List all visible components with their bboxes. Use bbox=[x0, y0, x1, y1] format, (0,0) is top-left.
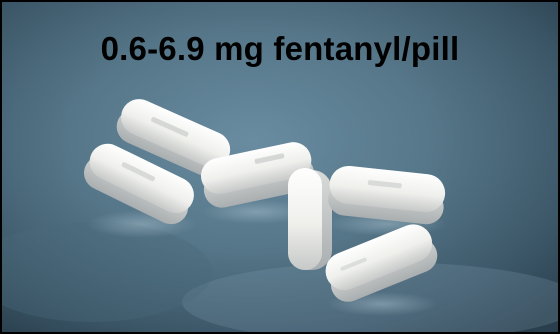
pill bbox=[288, 168, 332, 270]
dosage-caption: 0.6-6.9 mg fentanyl/pill bbox=[100, 30, 460, 67]
pill bbox=[200, 142, 315, 208]
pill bbox=[116, 99, 231, 178]
surface-sheen-left bbox=[2, 222, 212, 322]
pill bbox=[328, 165, 446, 225]
pill bbox=[84, 143, 194, 225]
pill bbox=[325, 224, 438, 302]
